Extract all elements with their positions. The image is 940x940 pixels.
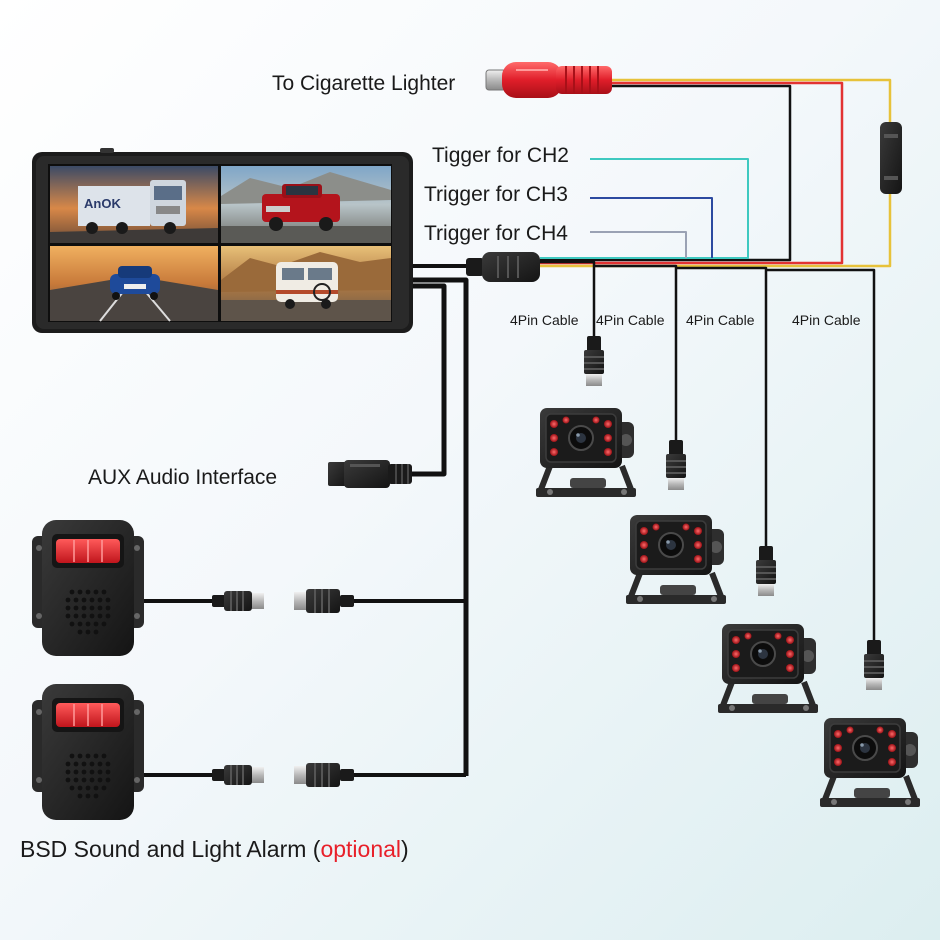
camera-4-connector-icon — [864, 640, 884, 690]
bsd-alarm-1-icon — [31, 519, 145, 657]
camera-1-icon — [536, 408, 636, 497]
trigger-wire-ch3 — [590, 197, 713, 258]
bsd-alarm-1-male-connector-icon — [212, 591, 264, 611]
bsd-alarm-label: BSD Sound and Light Alarm (optional) — [20, 836, 409, 862]
cigarette-lighter-plug-icon — [485, 62, 612, 98]
wires — [140, 78, 892, 777]
bsd-alarm-2-female-connector-icon — [294, 763, 354, 787]
monitor-view-pickup — [221, 166, 391, 243]
camera-1-connector-icon — [584, 336, 604, 386]
camera-2-connector-icon — [666, 440, 686, 490]
monitor-view-rv — [221, 246, 391, 321]
trigger-wire-ch4 — [590, 231, 687, 258]
trigger-ch2-label: Tigger for CH2 — [432, 144, 569, 167]
aux-audio-jack-icon — [328, 460, 412, 488]
truck-trailer-text: AnOK — [84, 196, 121, 211]
bsd-alarm-1-female-connector-icon — [294, 589, 354, 613]
pin-cable-label-4: 4Pin Cable — [792, 312, 861, 328]
harness-connector-icon — [466, 252, 540, 282]
trigger-ch3-label: Trigger for CH3 — [424, 183, 568, 206]
aux-cable — [410, 283, 447, 477]
bsd-alarm-2-icon — [31, 683, 145, 821]
camera-2-icon — [626, 515, 726, 604]
bsd-alarm-label-suffix: ) — [401, 836, 409, 862]
monitor-view-truck: AnOK — [50, 166, 218, 243]
fuse-holder-icon — [880, 122, 902, 194]
camera-4-icon — [820, 718, 920, 807]
aux-audio-label: AUX Audio Interface — [88, 466, 277, 489]
power-wire-black — [540, 84, 792, 262]
bsd-alarm-label-optional: optional — [320, 836, 401, 862]
camera-3-icon — [718, 624, 818, 713]
trigger-wire-ch2 — [540, 158, 749, 259]
pin-cable-label-3: 4Pin Cable — [686, 312, 755, 328]
pin-cable-label-1: 4Pin Cable — [510, 312, 579, 328]
bsd-alarm-2-male-connector-icon — [212, 765, 264, 785]
bsd-alarm-label-prefix: BSD Sound and Light Alarm ( — [20, 836, 321, 862]
camera-cable-2 — [594, 264, 678, 440]
quad-view-monitor: AnOK — [32, 148, 413, 333]
monitor-view-car — [50, 246, 218, 322]
power-wire-yellow — [540, 78, 892, 268]
camera-3-connector-icon — [756, 546, 776, 596]
pin-cable-label-2: 4Pin Cable — [596, 312, 665, 328]
camera-cable-3 — [676, 266, 768, 548]
camera-cable-4 — [766, 268, 876, 640]
power-wire-red — [540, 81, 844, 265]
alarm-cable-trunk — [412, 277, 469, 776]
trigger-ch4-label: Trigger for CH4 — [424, 222, 568, 245]
camera-cable-1 — [540, 260, 596, 340]
cigarette-lighter-label: To Cigarette Lighter — [272, 72, 455, 95]
